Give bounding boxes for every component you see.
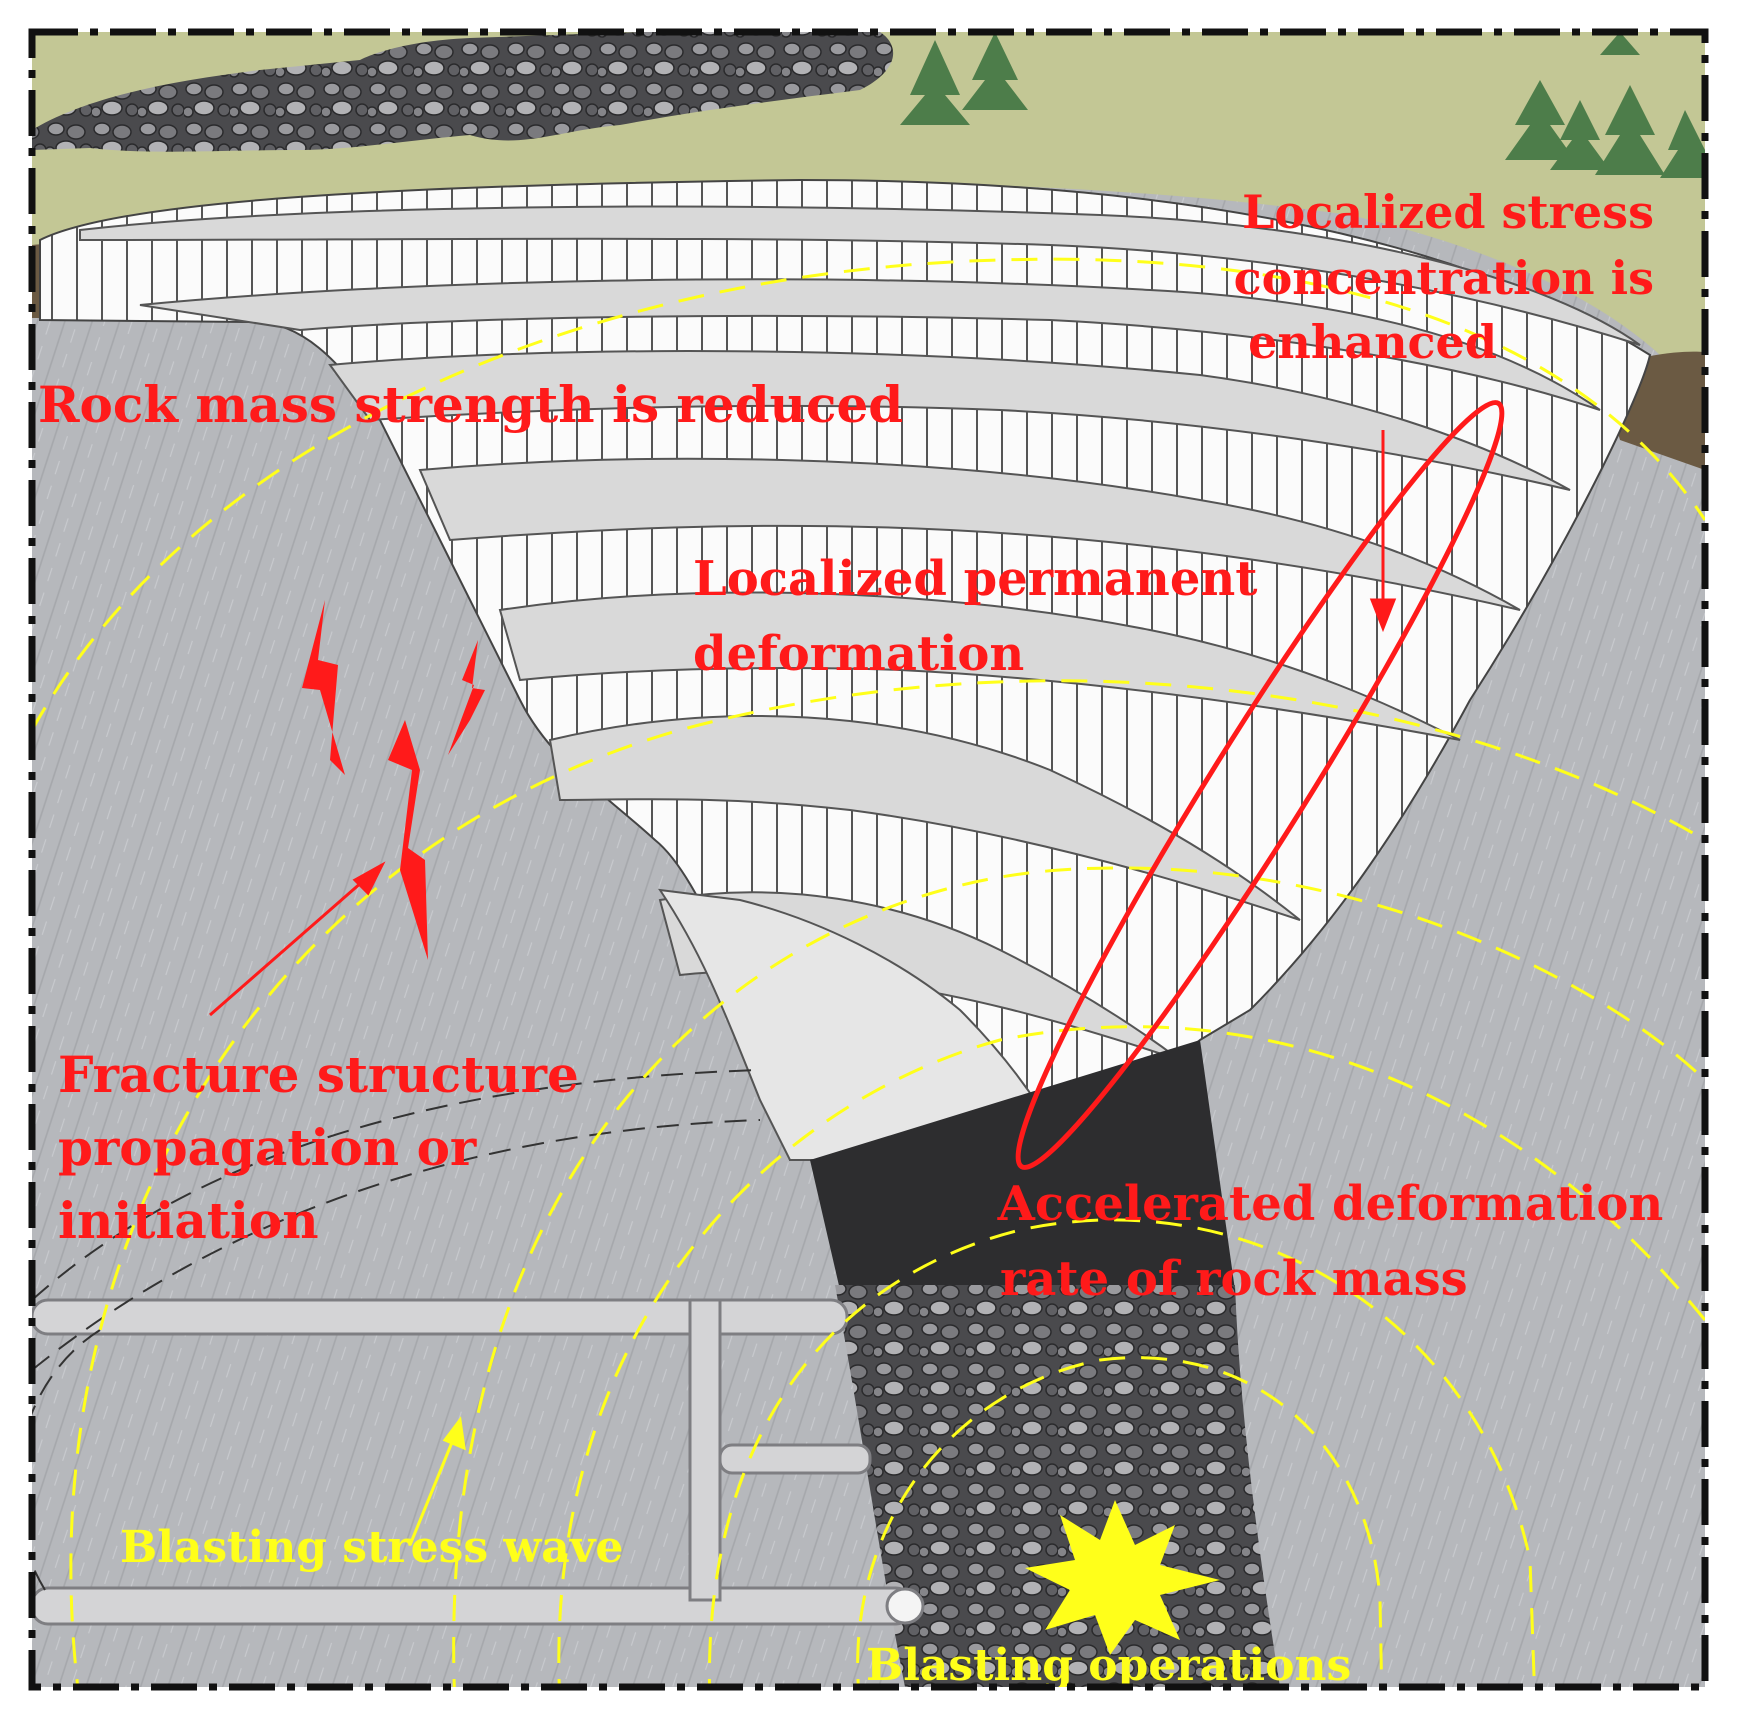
label-fracture: Fracture structure propagation or initia… — [58, 1045, 596, 1250]
blast-star-icon — [1025, 1500, 1220, 1655]
annotation-arrows — [209, 430, 1397, 1017]
label-strength-reduced: Rock mass strength is reduced — [38, 375, 903, 434]
crack-icons — [302, 600, 485, 960]
stress-waves — [32, 257, 1705, 1687]
label-accelerated: Accelerated deformation rate of rock mas… — [997, 1176, 1680, 1307]
trees — [900, 32, 1705, 178]
label-permanent-deformation: Localized permanent deformation — [693, 551, 1274, 682]
pit-bottom-face — [657, 888, 1072, 1161]
figure-frame — [28, 28, 1709, 1691]
stress-zone-ellipse — [1015, 400, 1505, 1170]
waste-dump — [32, 32, 894, 152]
fracture-lines — [32, 1069, 761, 1591]
label-stress-wave: Blasting stress wave — [120, 1522, 623, 1573]
tunnels — [32, 1298, 925, 1626]
wave-arrow — [408, 1416, 466, 1546]
label-stress-concentration: Localized stress concentration is enhanc… — [1234, 185, 1670, 369]
label-blasting-ops: Blasting operations — [866, 1640, 1351, 1691]
caved-ore — [835, 1285, 1280, 1687]
